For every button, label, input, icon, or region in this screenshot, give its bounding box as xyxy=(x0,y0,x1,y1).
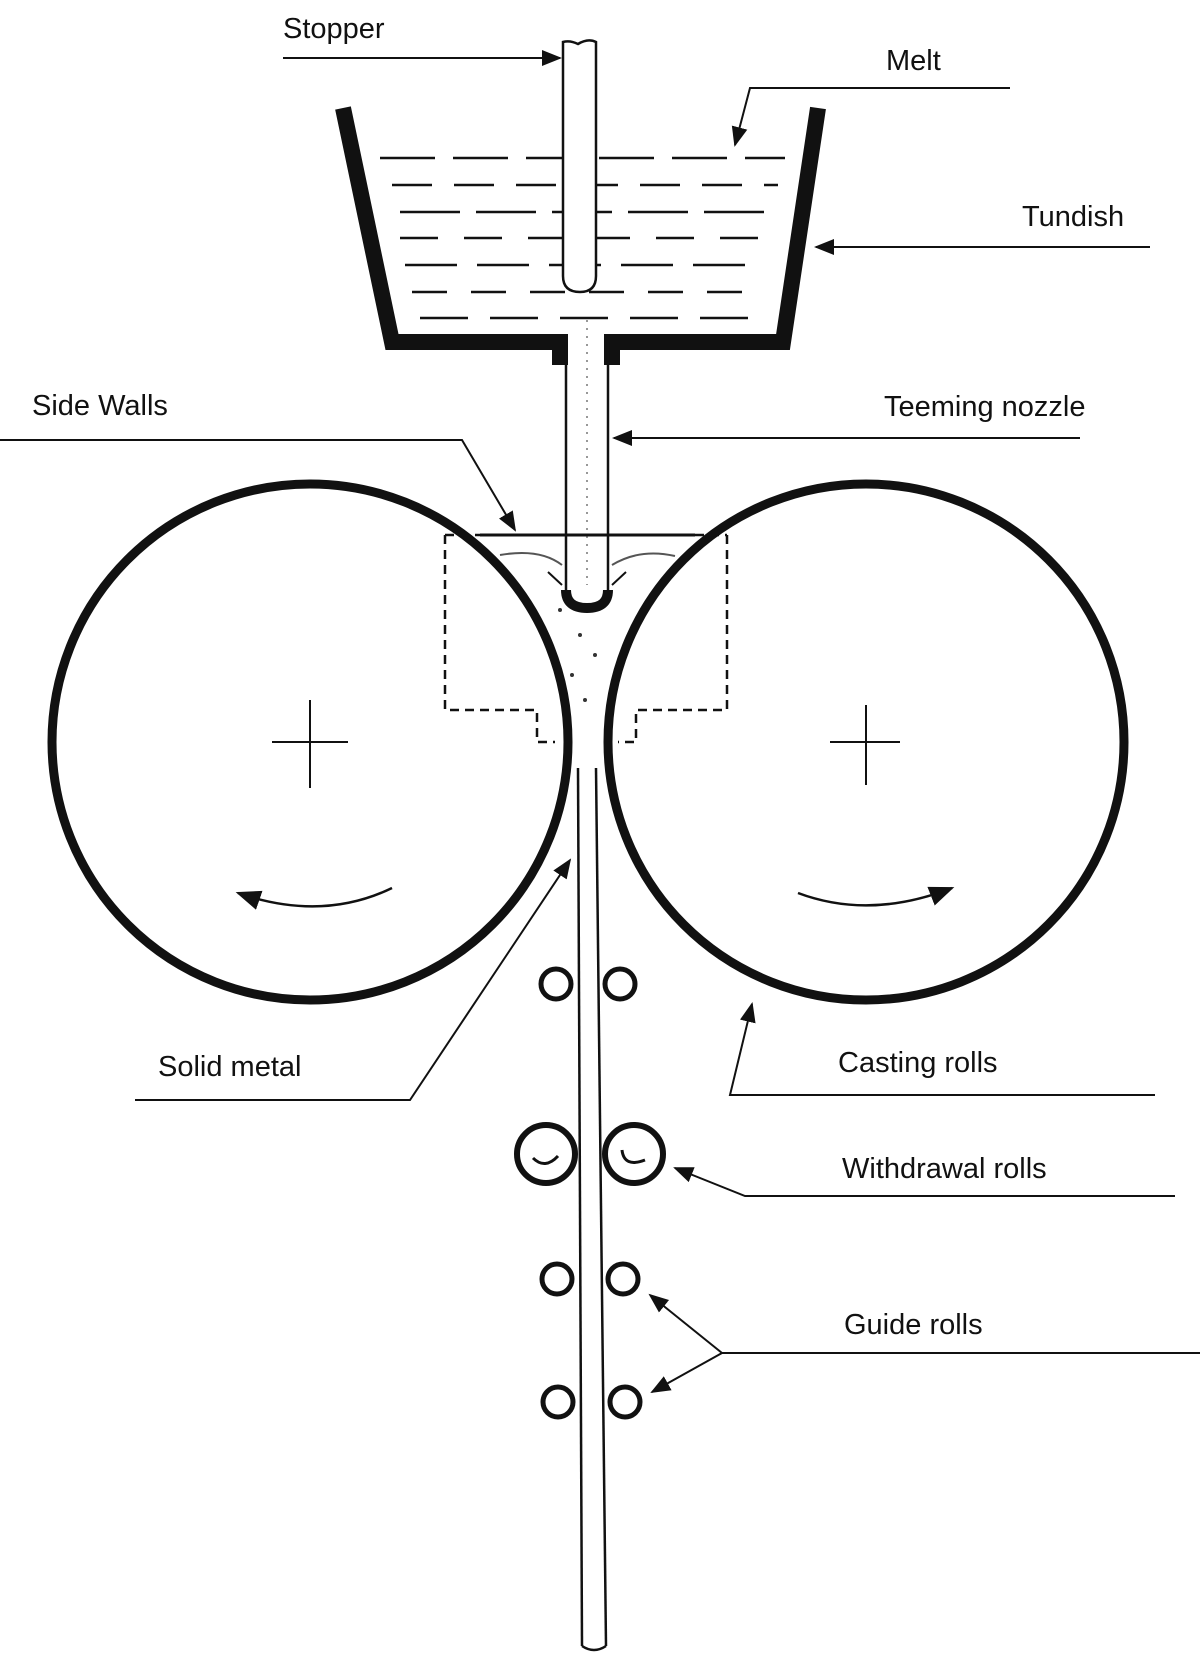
leader-withdrawal-rolls xyxy=(673,1167,1175,1197)
withdrawal-rolls xyxy=(514,1122,666,1186)
guide-rolls-upper xyxy=(538,966,638,1002)
leader-side-walls xyxy=(0,439,517,532)
cast-strip xyxy=(576,767,608,1652)
leader-lines xyxy=(0,50,1200,1393)
leader-guide-rolls-a xyxy=(648,1293,723,1354)
leader-melt xyxy=(731,87,1010,147)
rotation-arrow-right xyxy=(797,886,955,907)
label-tundish: Tundish xyxy=(1022,201,1124,233)
leader-solid-metal xyxy=(135,858,572,1101)
label-side-walls: Side Walls xyxy=(32,390,168,422)
tundish xyxy=(335,106,826,365)
casting-roll-left xyxy=(47,479,573,1005)
tundish-wall xyxy=(335,106,826,365)
teeming-nozzle xyxy=(561,320,613,614)
label-stopper: Stopper xyxy=(283,13,385,45)
label-withdrawal-rolls: Withdrawal rolls xyxy=(842,1153,1047,1185)
label-teeming-nozzle: Teeming nozzle xyxy=(884,391,1086,423)
side-walls xyxy=(443,533,729,744)
label-casting-rolls: Casting rolls xyxy=(838,1047,998,1079)
stopper-rod xyxy=(561,39,598,294)
rotation-arrow-left xyxy=(235,886,393,910)
leader-casting-rolls xyxy=(728,1002,1155,1096)
leader-guide-rolls-b xyxy=(650,1352,723,1393)
guide-rolls-lower xyxy=(539,1261,643,1420)
label-melt: Melt xyxy=(886,45,941,77)
casting-roll-right xyxy=(603,479,1129,1005)
label-guide-rolls: Guide rolls xyxy=(844,1309,983,1341)
labels: Stopper Melt Tundish Side Walls Teeming … xyxy=(32,13,1124,1341)
label-solid-metal: Solid metal xyxy=(158,1051,301,1083)
